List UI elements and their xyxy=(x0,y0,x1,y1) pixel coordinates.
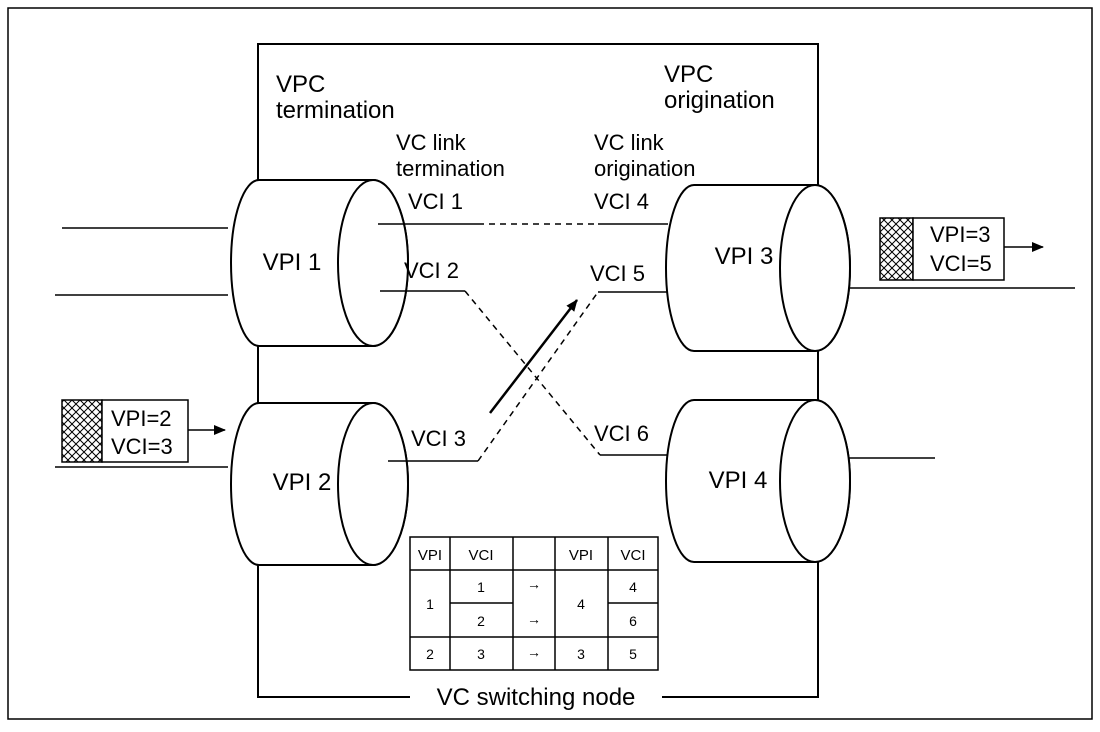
vci4-label: VCI 4 xyxy=(594,189,649,214)
vpi3-cylinder: VPI 3 xyxy=(666,185,850,351)
vci3-to-vci5-dashed xyxy=(478,292,598,461)
outgoing-cell-vpi: VPI=3 xyxy=(930,222,991,247)
vci5-label: VCI 5 xyxy=(590,261,645,286)
vc-link-termination-label-1: VC link xyxy=(396,130,467,155)
vpi4-cylinder: VPI 4 xyxy=(666,400,850,562)
vpi2-cylinder: VPI 2 xyxy=(231,403,408,565)
vpi1-cylinder: VPI 1 xyxy=(231,180,408,346)
vc-link-origination-label-1: VC link xyxy=(594,130,665,155)
vpc-origination-label-1: VPC xyxy=(664,61,713,88)
table-cell-out-vci-4: 4 xyxy=(629,579,637,595)
incoming-cell-vpi: VPI=2 xyxy=(111,406,172,431)
vpc-termination-label-1: VPC xyxy=(276,71,325,98)
outer-frame xyxy=(8,8,1092,719)
vci1-label: VCI 1 xyxy=(408,189,463,214)
table-arrow-row3: → xyxy=(527,644,541,660)
table-cell-in-vpi-2: 2 xyxy=(426,646,434,662)
outgoing-cell-vci: VCI=5 xyxy=(930,251,992,276)
table-cell-in-vci-3: 3 xyxy=(477,646,485,662)
table-cell-in-vci-1: 1 xyxy=(477,579,485,595)
table-cell-in-vpi-1: 1 xyxy=(426,596,434,612)
vpi2-label: VPI 2 xyxy=(273,469,332,496)
switching-direction-arrow xyxy=(490,300,577,413)
table-cell-out-vci-6: 6 xyxy=(629,613,637,629)
table-cell-out-vpi-4: 4 xyxy=(577,596,585,612)
table-arrow-row2: → xyxy=(527,611,541,627)
table-cell-out-vpi-3: 3 xyxy=(577,646,585,662)
node-caption: VC switching node xyxy=(437,684,636,711)
vci2-to-vci6-dashed xyxy=(465,291,600,455)
vci6-label: VCI 6 xyxy=(594,421,649,446)
vpc-termination-label-2: termination xyxy=(276,97,395,124)
incoming-cell-vci: VCI=3 xyxy=(111,434,173,459)
incoming-cell: VPI=2 VCI=3 xyxy=(62,400,188,462)
vpi4-label: VPI 4 xyxy=(709,467,768,494)
vc-link-origination-label-2: origination xyxy=(594,156,696,181)
table-cell-in-vci-2: 2 xyxy=(477,613,485,629)
vc-link-termination-label-2: termination xyxy=(396,156,505,181)
table-header-out-vci: VCI xyxy=(620,547,645,564)
table-header-in-vci: VCI xyxy=(468,547,493,564)
table-header-in-vpi: VPI xyxy=(418,547,442,564)
table-cell-out-vci-5: 5 xyxy=(629,646,637,662)
vci2-label: VCI 2 xyxy=(404,258,459,283)
vpi1-label: VPI 1 xyxy=(263,249,322,276)
vpi3-label: VPI 3 xyxy=(715,243,774,270)
vpc-origination-label-2: origination xyxy=(664,87,775,114)
vci3-label: VCI 3 xyxy=(411,426,466,451)
switching-node-box xyxy=(258,44,818,697)
outgoing-cell: VPI=3 VCI=5 xyxy=(880,218,1004,280)
table-arrow-row1: → xyxy=(527,576,541,592)
table-header-out-vpi: VPI xyxy=(569,547,593,564)
